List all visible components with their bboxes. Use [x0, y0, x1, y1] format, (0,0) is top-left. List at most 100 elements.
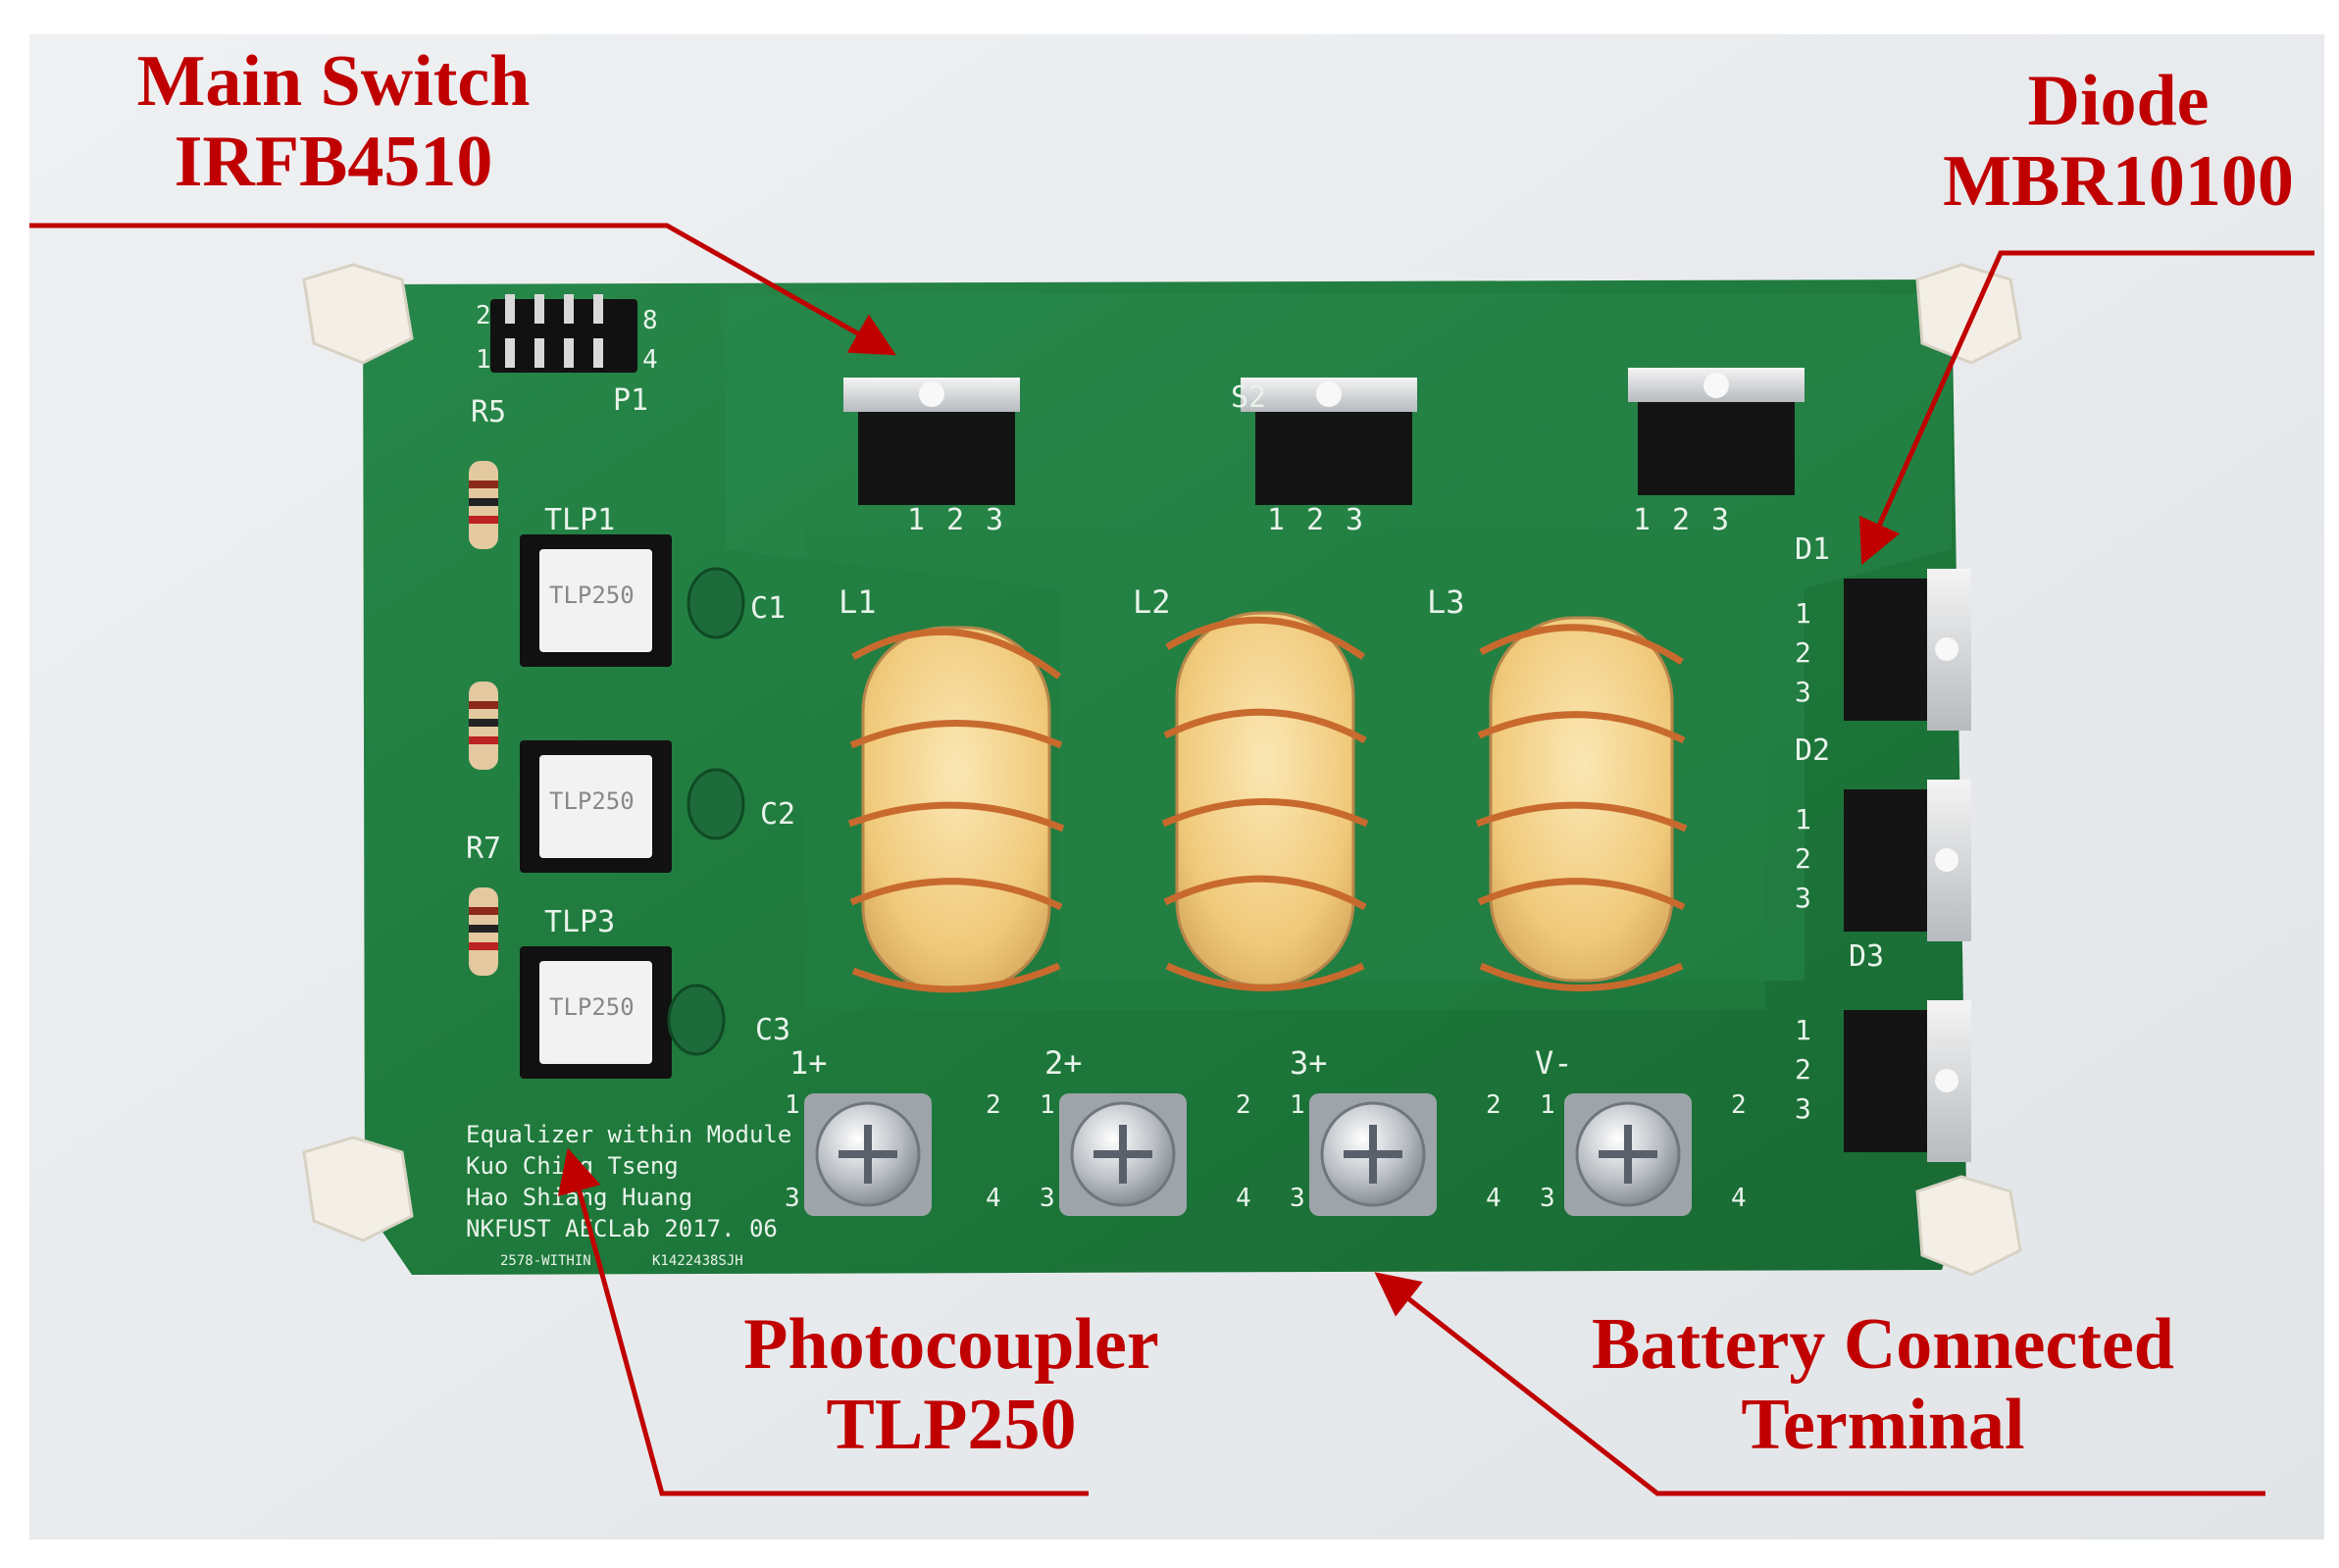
pin-2: 2	[986, 1090, 1001, 1120]
inductor-l3-label: L3	[1427, 583, 1465, 621]
capacitor-c3-label: C3	[755, 1013, 790, 1047]
main-switch-leader	[29, 223, 896, 356]
diode-d1-label: D1	[1795, 532, 1830, 567]
pin-1: 1	[1267, 503, 1285, 537]
pin-2: 2	[946, 503, 964, 537]
standoff-bottom-left	[302, 1136, 414, 1242]
optocoupler-tlp1-label: TLP1	[544, 503, 615, 537]
pin-2: 2	[1731, 1090, 1747, 1120]
photocoupler-part: TLP250	[826, 1385, 1077, 1465]
standoff-bottom-right	[1915, 1175, 2022, 1277]
pin-3: 3	[1795, 676, 1811, 708]
standoff-top-left	[302, 263, 414, 365]
pin-1: 1	[785, 1090, 800, 1120]
pin-2: 2	[1795, 1053, 1811, 1086]
pin-4: 4	[1731, 1184, 1747, 1213]
battery-terminal-leader	[1374, 1272, 2265, 1496]
pin-2: 2	[1795, 636, 1811, 669]
optocouplers: TLP1 TLP250 TLP250 TLP3 TLP250	[520, 503, 672, 1079]
pin-2: 2	[1672, 503, 1690, 537]
pin-1: 1	[1040, 1090, 1055, 1120]
pin-3: 3	[1795, 882, 1811, 914]
diode-annotation: Diode MBR10100	[1922, 61, 2314, 222]
terminal-3-label: 3+	[1290, 1044, 1328, 1082]
photocoupler-annotation: Photocoupler TLP250	[696, 1304, 1206, 1465]
diode-part: MBR10100	[1943, 141, 2294, 222]
chip-marking-3: TLP250	[549, 993, 635, 1021]
fab-code-1: 2578-WITHIN	[500, 1253, 591, 1269]
pin-3: 3	[1346, 503, 1363, 537]
standoff-top-right	[1915, 263, 2022, 365]
diode-title: Diode	[2027, 61, 2210, 141]
photocoupler-title: Photocoupler	[743, 1304, 1159, 1385]
inductors: L1 L2 L3	[839, 583, 1688, 993]
resistor-r7-label: R7	[466, 832, 501, 866]
mosfet-pin-labels: 1 2 3 1 2 3 1 2 3	[907, 503, 1729, 537]
inductor-l1-label: L1	[839, 583, 877, 621]
diode-d2-label: D2	[1795, 733, 1830, 768]
terminal-2-label: 2+	[1044, 1044, 1083, 1082]
battery-terminal-part: Terminal	[1741, 1385, 2025, 1465]
main-switch-title: Main Switch	[136, 41, 531, 122]
capacitor-c2-label: C2	[760, 797, 795, 832]
photocoupler-leader	[557, 1147, 1089, 1496]
pin-2: 2	[1236, 1090, 1251, 1120]
diode-pin-labels: 1 2 3 1 2 3 1 2 3	[1795, 597, 1811, 1125]
pin-1: 1	[907, 503, 925, 537]
pin-2: 2	[1486, 1090, 1501, 1120]
terminal-pin-labels: 1 2 3 4 1 2 3 4 1 2 3 4 1 2 3 4	[785, 1090, 1747, 1213]
terminal-4-label: V-	[1535, 1044, 1573, 1082]
battery-terminal-annotation: Battery Connected Terminal	[1540, 1304, 2226, 1465]
header-ref-label: P1	[613, 383, 648, 418]
pin-1: 1	[1633, 503, 1651, 537]
pin-1: 1	[1795, 1014, 1811, 1046]
header-pin2-label: 2	[476, 301, 491, 330]
chip-marking-1: TLP250	[549, 582, 635, 609]
terminal-1-label: 1+	[789, 1044, 828, 1082]
diode-d3-label: D3	[1849, 939, 1884, 974]
pin-4: 4	[1236, 1184, 1251, 1213]
capacitors: C1 C2 C3	[667, 567, 795, 1056]
optocoupler-tlp3-label: TLP3	[544, 905, 615, 939]
pin-3: 3	[1040, 1184, 1055, 1213]
inductor-core	[847, 626, 1065, 993]
pin-1: 1	[1540, 1090, 1555, 1120]
header-pin8-label: 8	[642, 306, 658, 335]
main-switch-annotation: Main Switch IRFB4510	[108, 41, 559, 202]
pin-3: 3	[1290, 1184, 1305, 1213]
pin-1: 1	[1795, 803, 1811, 835]
pin-3: 3	[1540, 1184, 1555, 1213]
diodes: D1 D2 D3 1 2 3 1 2 3 1 2 3	[1795, 532, 1971, 1162]
header-pin4-label: 4	[642, 345, 658, 375]
pin-2: 2	[1306, 503, 1324, 537]
header-pin1-label: 1	[476, 345, 491, 375]
battery-terminals: 1+ 2+ 3+ V- 1 2 3 4 1 2 3 4 1 2 3 4 1	[785, 1044, 1747, 1216]
pin-3: 3	[785, 1184, 800, 1213]
pin-3: 3	[1711, 503, 1729, 537]
pin-3: 3	[1795, 1092, 1811, 1125]
resistor-r5-label: R5	[471, 395, 506, 430]
credit-line-4: NKFUST AECLab 2017. 06	[466, 1215, 778, 1242]
header-p1: P1 1 2 4 8	[476, 294, 658, 418]
mosfets: S2 1 2 3 1 2 3 1 2 3	[843, 368, 1805, 537]
inductor-core	[1161, 611, 1369, 991]
annotation-leaders	[29, 223, 2314, 1496]
credit-line-1: Equalizer within Module	[466, 1121, 791, 1148]
pin-1: 1	[1795, 597, 1811, 630]
inductor-core	[1475, 616, 1688, 991]
chip-marking-2: TLP250	[549, 787, 635, 815]
pin-2: 2	[1795, 842, 1811, 875]
pin-4: 4	[1486, 1184, 1501, 1213]
pin-1: 1	[1290, 1090, 1305, 1120]
battery-terminal-title: Battery Connected	[1592, 1304, 2174, 1385]
switch-s-label: S2	[1231, 380, 1266, 415]
resistors: R5 R7	[466, 395, 506, 976]
inductor-l2-label: L2	[1133, 583, 1171, 621]
capacitor-c1-label: C1	[750, 591, 786, 626]
main-switch-part: IRFB4510	[174, 122, 493, 202]
pin-4: 4	[986, 1184, 1001, 1213]
pin-3: 3	[986, 503, 1003, 537]
diode-leader	[1858, 250, 2314, 566]
fab-code-2: K1422438SJH	[652, 1253, 743, 1269]
